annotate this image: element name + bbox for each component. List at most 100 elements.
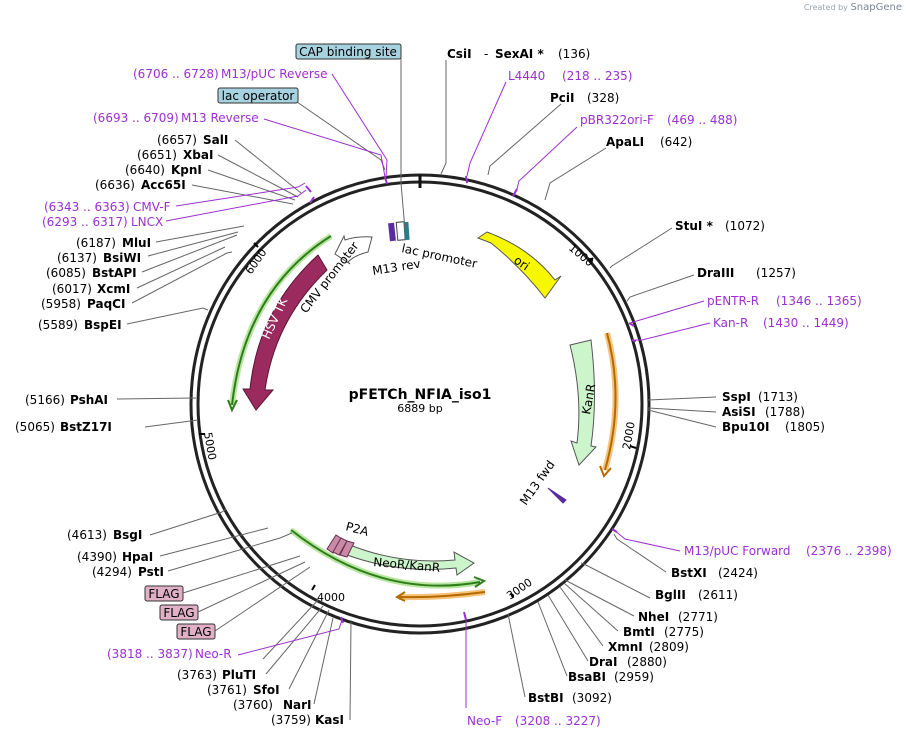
acc65i-site[interactable]: Acc65I xyxy=(141,178,186,192)
neof-primer[interactable]: Neo-F xyxy=(467,714,502,728)
sali-site[interactable]: SalI xyxy=(203,133,228,147)
pcii-site[interactable]: PciI xyxy=(550,91,575,105)
csii-site[interactable]: CsiI xyxy=(447,47,472,61)
m13puc-forward-position: (2376 .. 2398) xyxy=(806,544,892,558)
m13fwd-feature[interactable] xyxy=(547,487,567,504)
backbone xyxy=(189,173,651,635)
xmni-site[interactable]: XmnI xyxy=(608,640,643,654)
cap-binding-site-label: CAP binding site xyxy=(299,45,397,59)
mlui-position: (6187) xyxy=(76,236,116,250)
flag-box-3[interactable]: FLAG xyxy=(176,623,216,640)
m13puc-forward-primer[interactable]: M13/pUC Forward xyxy=(684,544,791,558)
orf-bottom-core xyxy=(290,529,481,587)
stui-site[interactable]: StuI * xyxy=(675,219,714,233)
tick-5000: 5000 xyxy=(201,431,219,461)
bsgi-position: (4613) xyxy=(67,528,107,542)
m13puc-reverse-primer[interactable]: M13/pUC Reverse xyxy=(221,67,328,81)
drai-site[interactable]: DraI xyxy=(589,655,617,669)
hpai-site[interactable]: HpaI xyxy=(122,550,153,564)
bstbi-site[interactable]: BstBI xyxy=(528,691,564,705)
bsgi-site[interactable]: BsgI xyxy=(113,528,142,542)
pluti-position: (3763) xyxy=(177,668,217,682)
paqci-site[interactable]: PaqCI xyxy=(87,297,125,311)
bstz17i-site[interactable]: BstZ17I xyxy=(60,420,112,434)
bspei-site[interactable]: BspEI xyxy=(84,318,122,332)
kasi-site[interactable]: KasI xyxy=(315,713,344,727)
cmv-feature[interactable] xyxy=(334,234,373,265)
bstapi-site[interactable]: BstAPI xyxy=(92,266,137,280)
m13rev-label: M13 rev xyxy=(371,257,421,278)
sexai-site[interactable]: SexAI * xyxy=(495,47,544,61)
credit: Created by SnapGene xyxy=(804,2,902,13)
pluti-site[interactable]: PluTI xyxy=(222,668,256,682)
bglii-site[interactable]: BglII xyxy=(655,588,686,602)
orf-bottom-orange-core xyxy=(398,591,486,599)
bstapi-position: (6085) xyxy=(46,266,86,280)
pentr-position: (1346 .. 1365) xyxy=(776,294,862,308)
neokan-feature[interactable] xyxy=(346,544,475,576)
kanr-primer[interactable]: Kan-R xyxy=(713,316,748,330)
nhei-site[interactable]: NheI xyxy=(638,610,669,624)
flag-label-1: FLAG xyxy=(148,587,179,601)
psti-site[interactable]: PstI xyxy=(138,565,164,579)
apali-site[interactable]: ApaLI xyxy=(606,135,644,149)
ori-feature[interactable] xyxy=(476,231,562,299)
mlui-site[interactable]: MluI xyxy=(122,236,151,250)
asisi-site[interactable]: AsiSI xyxy=(722,405,756,419)
snapgene-brand: SnapGene xyxy=(850,2,902,13)
bstxi-site[interactable]: BstXI xyxy=(671,566,707,580)
tick-4000: 4000 xyxy=(317,591,345,604)
l4440-primer[interactable]: L4440 xyxy=(508,69,545,83)
bstz17i-position: (5065) xyxy=(15,420,55,434)
bsabi-site[interactable]: BsaBI xyxy=(568,670,606,684)
drai-position: (2880) xyxy=(627,655,667,669)
credit-prefix: Created by xyxy=(803,3,848,12)
lncx-position: (6293 .. 6317) xyxy=(42,215,128,229)
cmvf-primer[interactable]: CMV-F xyxy=(133,200,171,214)
lac-operator-label: lac operator xyxy=(222,89,295,103)
bspei-position: (5589) xyxy=(38,318,78,332)
flag-label-2: FLAG xyxy=(163,606,194,620)
kpni-site[interactable]: KpnI xyxy=(171,163,202,177)
xbai-site[interactable]: XbaI xyxy=(183,148,213,162)
flag-box-1[interactable]: FLAG xyxy=(144,585,184,602)
bsiwi-site[interactable]: BsiWI xyxy=(103,251,141,265)
neor-primer[interactable]: Neo-R xyxy=(195,647,232,661)
sspi-site[interactable]: SspI xyxy=(722,390,751,404)
bpu10i-site[interactable]: Bpu10I xyxy=(722,420,769,434)
m13rev-feature[interactable] xyxy=(388,222,396,242)
hpai-position: (4390) xyxy=(77,550,117,564)
plasmid-name: pFETCh_NFIA_iso1 xyxy=(349,387,492,403)
lncx-primer[interactable]: LNCX xyxy=(131,215,163,229)
pbr322-position: (469 .. 488) xyxy=(667,113,737,127)
kasi-position: (3759) xyxy=(271,713,311,727)
draiii-site[interactable]: DraIII xyxy=(697,266,734,280)
leader-lines-black xyxy=(116,58,717,721)
acc65i-position: (6636) xyxy=(95,178,135,192)
pbr322-primer[interactable]: pBR322ori-F xyxy=(580,113,654,127)
kanr-feature[interactable] xyxy=(569,339,597,466)
pshai-site[interactable]: PshAI xyxy=(70,393,108,407)
bmti-site[interactable]: BmtI xyxy=(623,625,655,639)
flag-box-2[interactable]: FLAG xyxy=(159,604,199,621)
nari-site[interactable]: NarI xyxy=(283,698,312,712)
bsiwi-position: (6137) xyxy=(57,251,97,265)
stui-position: (1072) xyxy=(725,219,765,233)
nhei-position: (2771) xyxy=(678,610,718,624)
sfoi-site[interactable]: SfoI xyxy=(253,683,280,697)
cap-binding-site-box[interactable]: CAP binding site xyxy=(295,43,402,60)
m13-reverse-position: (6693 .. 6709) xyxy=(93,111,179,125)
psti-position: (4294) xyxy=(92,565,132,579)
xcmi-site[interactable]: XcmI xyxy=(97,282,130,296)
m13-reverse-primer[interactable]: M13 Reverse xyxy=(181,111,259,125)
p2a-feature[interactable] xyxy=(326,534,355,558)
pcii-position: (328) xyxy=(587,91,619,105)
tick-marks xyxy=(199,242,637,599)
pentr-primer[interactable]: pENTR-R xyxy=(707,294,759,308)
neof-position: (3208 .. 3227) xyxy=(515,714,601,728)
kanr-primer-position: (1430 .. 1449) xyxy=(763,316,849,330)
orf-right-core xyxy=(604,332,617,471)
xcmi-position: (6017) xyxy=(52,282,92,296)
hsvtk-feature[interactable] xyxy=(242,254,328,411)
lac-operator-box[interactable]: lac operator xyxy=(217,87,299,104)
